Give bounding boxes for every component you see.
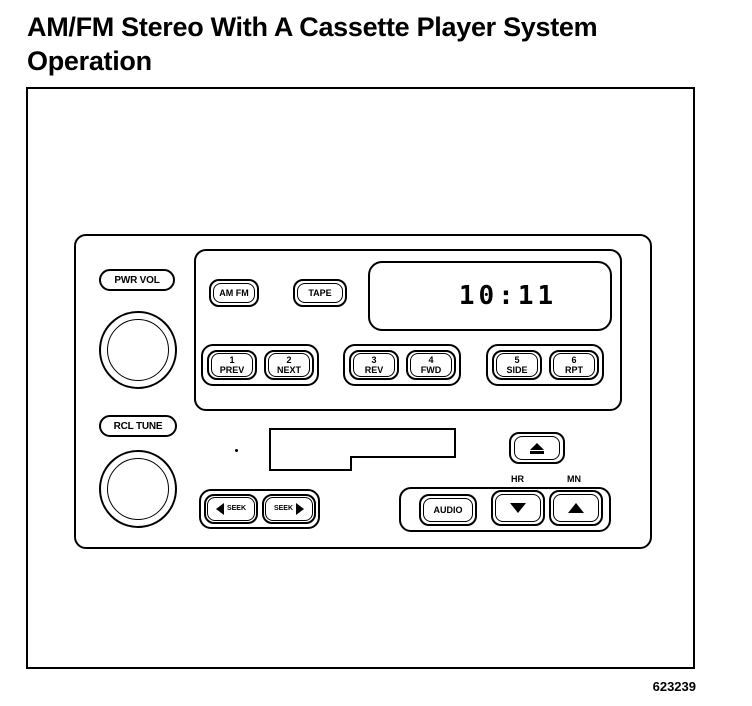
clock-readout: 10:11	[458, 281, 558, 311]
hour-down-button[interactable]	[491, 490, 545, 526]
title-line-2: Operation	[27, 46, 152, 76]
eject-button[interactable]	[509, 432, 565, 464]
arrow-up-icon	[568, 503, 584, 513]
minute-up-button[interactable]	[549, 490, 603, 526]
am-fm-button[interactable]: AM FM	[209, 279, 259, 307]
upper-control-panel	[194, 249, 622, 411]
pwr-vol-label: PWR VOL	[99, 269, 175, 291]
cassette-slot-notch	[350, 456, 456, 471]
title-line-1: AM/FM Stereo With A Cassette Player Syst…	[27, 12, 598, 42]
figure-id: 623239	[652, 679, 696, 694]
tape-button[interactable]: TAPE	[293, 279, 347, 307]
eject-icon	[530, 442, 544, 454]
audio-button[interactable]: AUDIO	[419, 494, 477, 526]
indicator-dot	[235, 449, 238, 452]
rcl-tune-knob[interactable]	[99, 450, 177, 528]
page-title: AM/FM Stereo With A Cassette Player Syst…	[27, 10, 747, 78]
arrow-down-icon	[510, 503, 526, 513]
seek-up-button[interactable]: SEEK	[262, 494, 316, 524]
figure-frame	[26, 87, 695, 669]
arrow-right-icon	[296, 503, 305, 515]
pwr-vol-knob[interactable]	[99, 311, 177, 389]
hr-label: HR	[511, 474, 524, 484]
seek-down-button[interactable]: SEEK	[204, 494, 258, 524]
arrow-left-icon	[215, 503, 224, 515]
rcl-tune-label: RCL TUNE	[99, 415, 177, 437]
clock-display: 10:11	[368, 261, 612, 331]
mn-label: MN	[567, 474, 581, 484]
